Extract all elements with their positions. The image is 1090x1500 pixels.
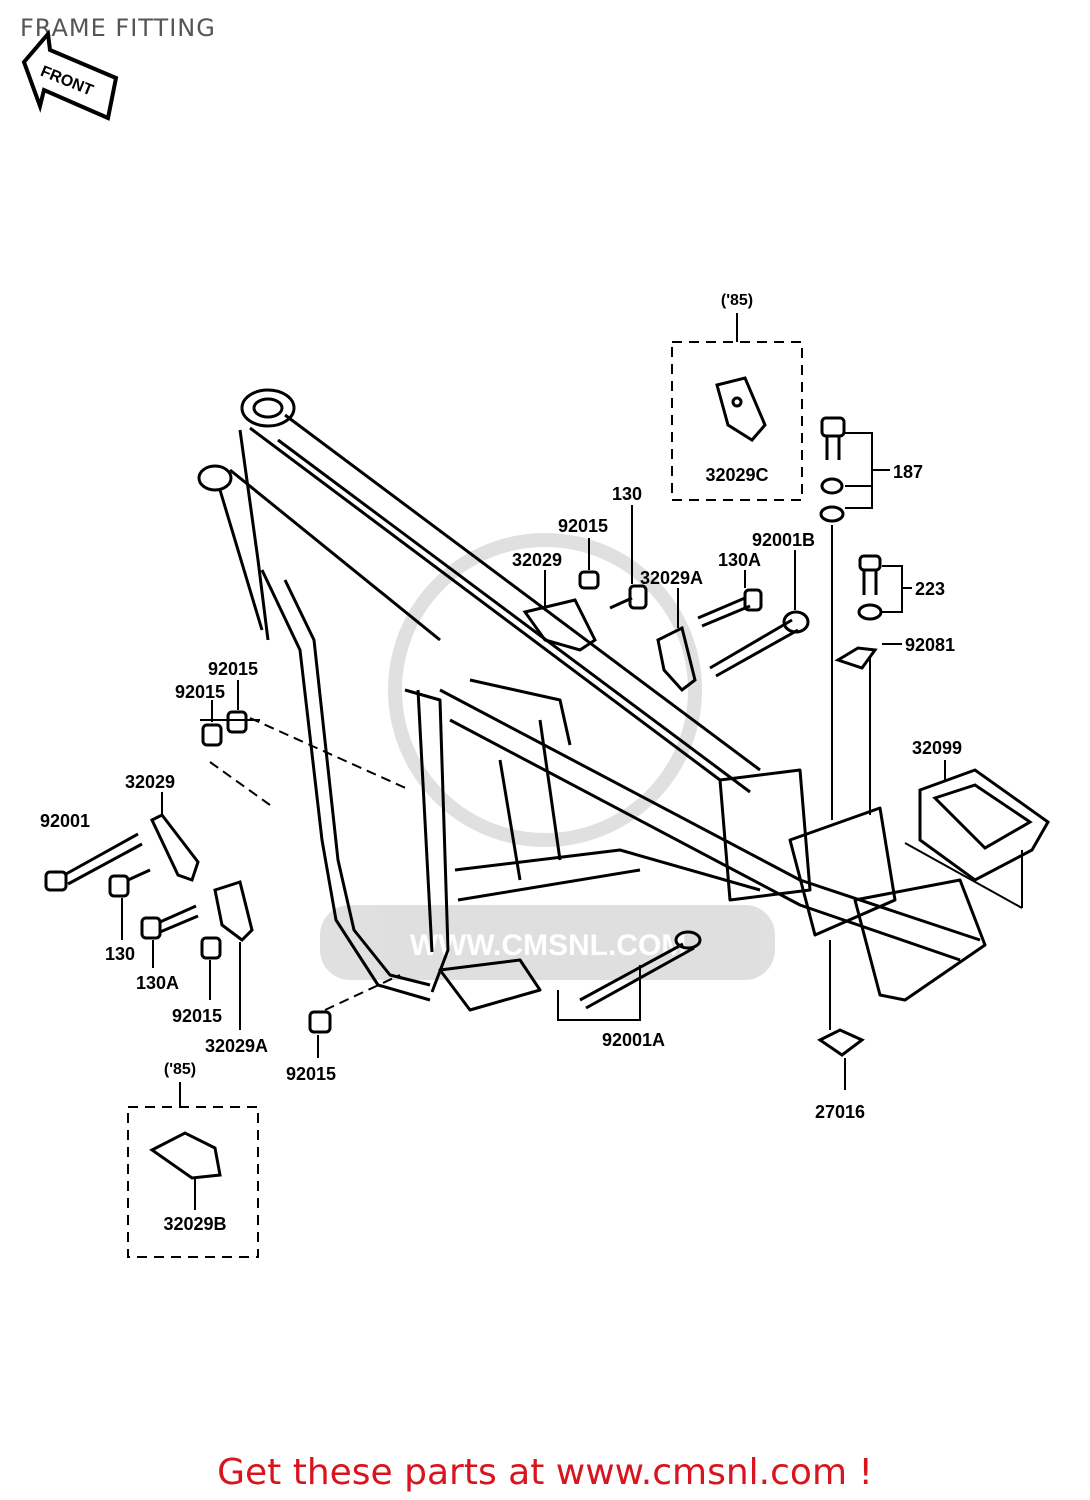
callout-32029-left: 32029	[125, 772, 175, 792]
inset-32029C-part	[715, 313, 767, 442]
callout-92015-bottom2: 92015	[286, 1064, 336, 1084]
inset-32029B-label: 32029B	[163, 1214, 226, 1234]
callout-32029A-bottom: 32029A	[205, 1036, 268, 1056]
callout-92015-bottom1: 92015	[172, 1006, 222, 1026]
callout-labels: 187 223 92081 32099 27016 92001A 92001B …	[40, 462, 962, 1122]
callout-92001: 92001	[40, 811, 90, 831]
page-title: FRAME FITTING	[20, 14, 216, 42]
callout-92015-top: 92015	[558, 516, 608, 536]
callout-32099: 32099	[912, 738, 962, 758]
inset-32029B	[127, 1106, 259, 1258]
watermark: WWW.CMSNL.COM	[320, 533, 775, 980]
callout-27016: 27016	[815, 1102, 865, 1122]
inset-32029C	[671, 341, 803, 501]
inset-32029B-year: ('85)	[164, 1061, 196, 1078]
callout-130-top: 130	[612, 484, 642, 504]
callout-92081: 92081	[905, 635, 955, 655]
inset-32029C-label: 32029C	[705, 465, 768, 485]
watermark-text: WWW.CMSNL.COM	[410, 929, 687, 962]
frame	[197, 388, 987, 1012]
callout-92001A: 92001A	[602, 1030, 665, 1050]
callout-92001B: 92001B	[752, 530, 815, 550]
callout-92015-left2: 92015	[175, 682, 225, 702]
callout-187: 187	[893, 462, 923, 482]
callout-130A-top: 130A	[718, 550, 761, 570]
footer-link[interactable]: Get these parts at www.cmsnl.com !	[217, 1452, 873, 1493]
callout-32029-top: 32029	[512, 550, 562, 570]
hardware	[44, 416, 1050, 1090]
front-arrow-icon: FRONT	[21, 29, 119, 121]
inset-32029C-year: ('85)	[721, 292, 753, 309]
callout-32029A-top: 32029A	[640, 568, 703, 588]
inset-32029B-part	[149, 1082, 222, 1210]
callout-130-left: 130	[105, 944, 135, 964]
callout-130A-left: 130A	[136, 973, 179, 993]
callout-223: 223	[915, 579, 945, 599]
callout-92015-left1: 92015	[208, 659, 258, 679]
